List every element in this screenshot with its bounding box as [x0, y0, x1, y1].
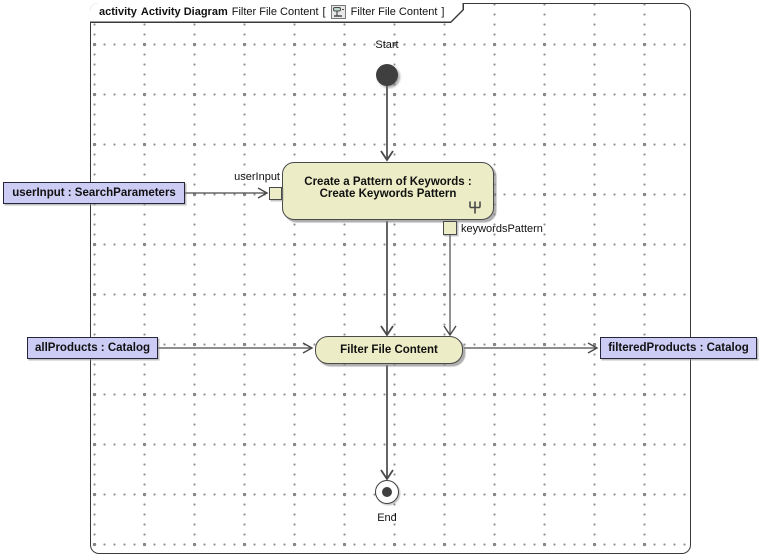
output-pin-keywordspattern[interactable] [443, 221, 457, 235]
input-pin-userinput[interactable] [269, 187, 282, 200]
object-flow-userinput-to-pin[interactable] [185, 187, 269, 199]
object-node-userinput-label: userInput : SearchParameters [12, 187, 176, 199]
initial-node[interactable] [376, 64, 398, 86]
action-label-line1: Create a Pattern of Keywords : [304, 176, 472, 188]
rake-icon [467, 200, 483, 215]
object-flow-allproducts-to-filter[interactable] [158, 342, 314, 354]
object-flow-keywordspattern-to-filter[interactable] [443, 235, 457, 337]
activity-final-node[interactable] [375, 480, 399, 504]
control-flow-start-to-create[interactable] [380, 86, 394, 162]
input-pin-userinput-label: userInput [234, 171, 280, 183]
action-create-keywords-pattern[interactable]: Create a Pattern of Keywords : Create Ke… [282, 162, 494, 220]
object-node-filteredproducts[interactable]: filteredProducts : Catalog [600, 337, 757, 359]
frame-keyword: activity [99, 6, 137, 19]
action-filter-label: Filter File Content [340, 344, 438, 356]
activity-diagram-icon [331, 5, 346, 19]
output-pin-keywordspattern-label: keywordsPattern [461, 223, 543, 235]
frame-context-name: Filter File Content [350, 6, 438, 19]
start-node-label: Start [375, 39, 399, 51]
object-node-allproducts-label: allProducts : Catalog [34, 342, 151, 354]
frame-open-bracket: [ [322, 6, 326, 19]
frame-diagram-name: Filter File Content [231, 6, 319, 19]
end-node-label: End [377, 512, 397, 524]
diagram-frame [90, 3, 691, 554]
frame-type: Activity Diagram [140, 6, 228, 19]
control-flow-create-to-filter[interactable] [380, 221, 394, 337]
object-node-userinput[interactable]: userInput : SearchParameters [3, 182, 185, 204]
action-label-line2: Create Keywords Pattern [319, 188, 457, 200]
control-flow-filter-to-end[interactable] [380, 365, 394, 481]
action-filter-file-content[interactable]: Filter File Content [315, 336, 463, 364]
activity-final-inner-dot [382, 487, 392, 497]
object-flow-filter-to-filteredproducts[interactable] [464, 342, 599, 354]
object-node-filteredproducts-label: filteredProducts : Catalog [608, 342, 749, 354]
diagram-frame-tab[interactable]: activity Activity Diagram Filter File Co… [90, 3, 464, 23]
frame-close-bracket: ] [441, 6, 445, 19]
object-node-allproducts[interactable]: allProducts : Catalog [27, 337, 158, 359]
